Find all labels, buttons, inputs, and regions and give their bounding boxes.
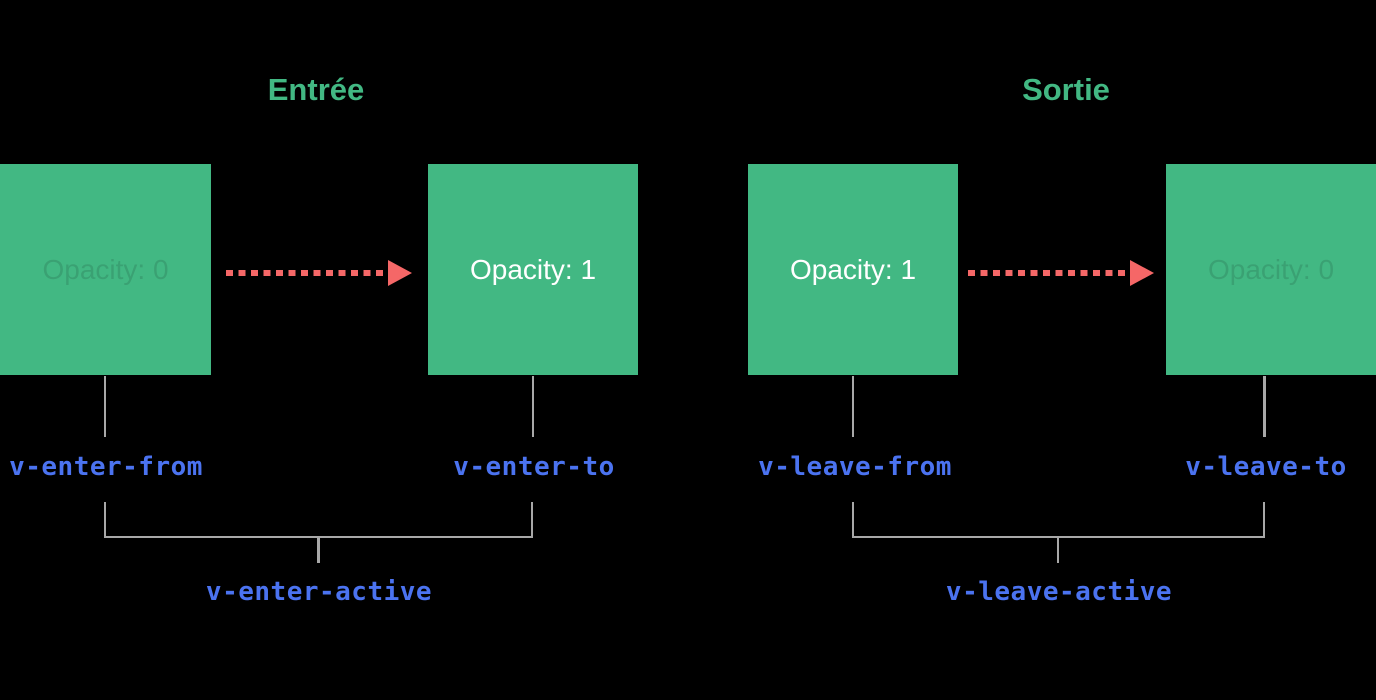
leave-from-connector-line xyxy=(851,376,854,437)
enter-from-box-label: Opacity: 0 xyxy=(42,253,169,285)
enter-section-title: Entrée xyxy=(267,72,365,107)
enter-to-class-label: v-enter-to xyxy=(453,452,615,482)
enter-from-class-label: v-enter-from xyxy=(9,452,203,482)
leave-to-box: Opacity: 0 xyxy=(1166,164,1376,375)
enter-to-box: Opacity: 1 xyxy=(428,164,638,375)
leave-to-connector-line xyxy=(1263,376,1266,437)
leave-from-class-label: v-leave-from xyxy=(758,452,952,482)
leave-active-bracket xyxy=(851,502,1265,538)
enter-to-connector-line xyxy=(531,376,534,437)
leave-section-title: Sortie xyxy=(1022,72,1110,107)
enter-from-connector-line xyxy=(103,376,106,437)
enter-active-class-label: v-enter-active xyxy=(205,577,433,607)
leave-to-box-label: Opacity: 0 xyxy=(1207,253,1335,285)
leave-from-box: Opacity: 1 xyxy=(748,164,958,375)
leave-from-box-label: Opacity: 1 xyxy=(789,253,917,285)
enter-active-bracket xyxy=(103,502,533,538)
leave-to-class-label: v-leave-to xyxy=(1185,452,1347,482)
leave-active-class-label: v-leave-active xyxy=(945,577,1173,607)
enter-transition-arrow-icon xyxy=(226,260,412,286)
leave-active-bracket-stub xyxy=(1056,538,1059,563)
enter-from-box: Opacity: 0 xyxy=(0,164,211,375)
enter-active-bracket-stub xyxy=(317,538,320,563)
leave-transition-arrow-icon xyxy=(968,260,1154,286)
enter-to-box-label: Opacity: 1 xyxy=(469,253,597,285)
